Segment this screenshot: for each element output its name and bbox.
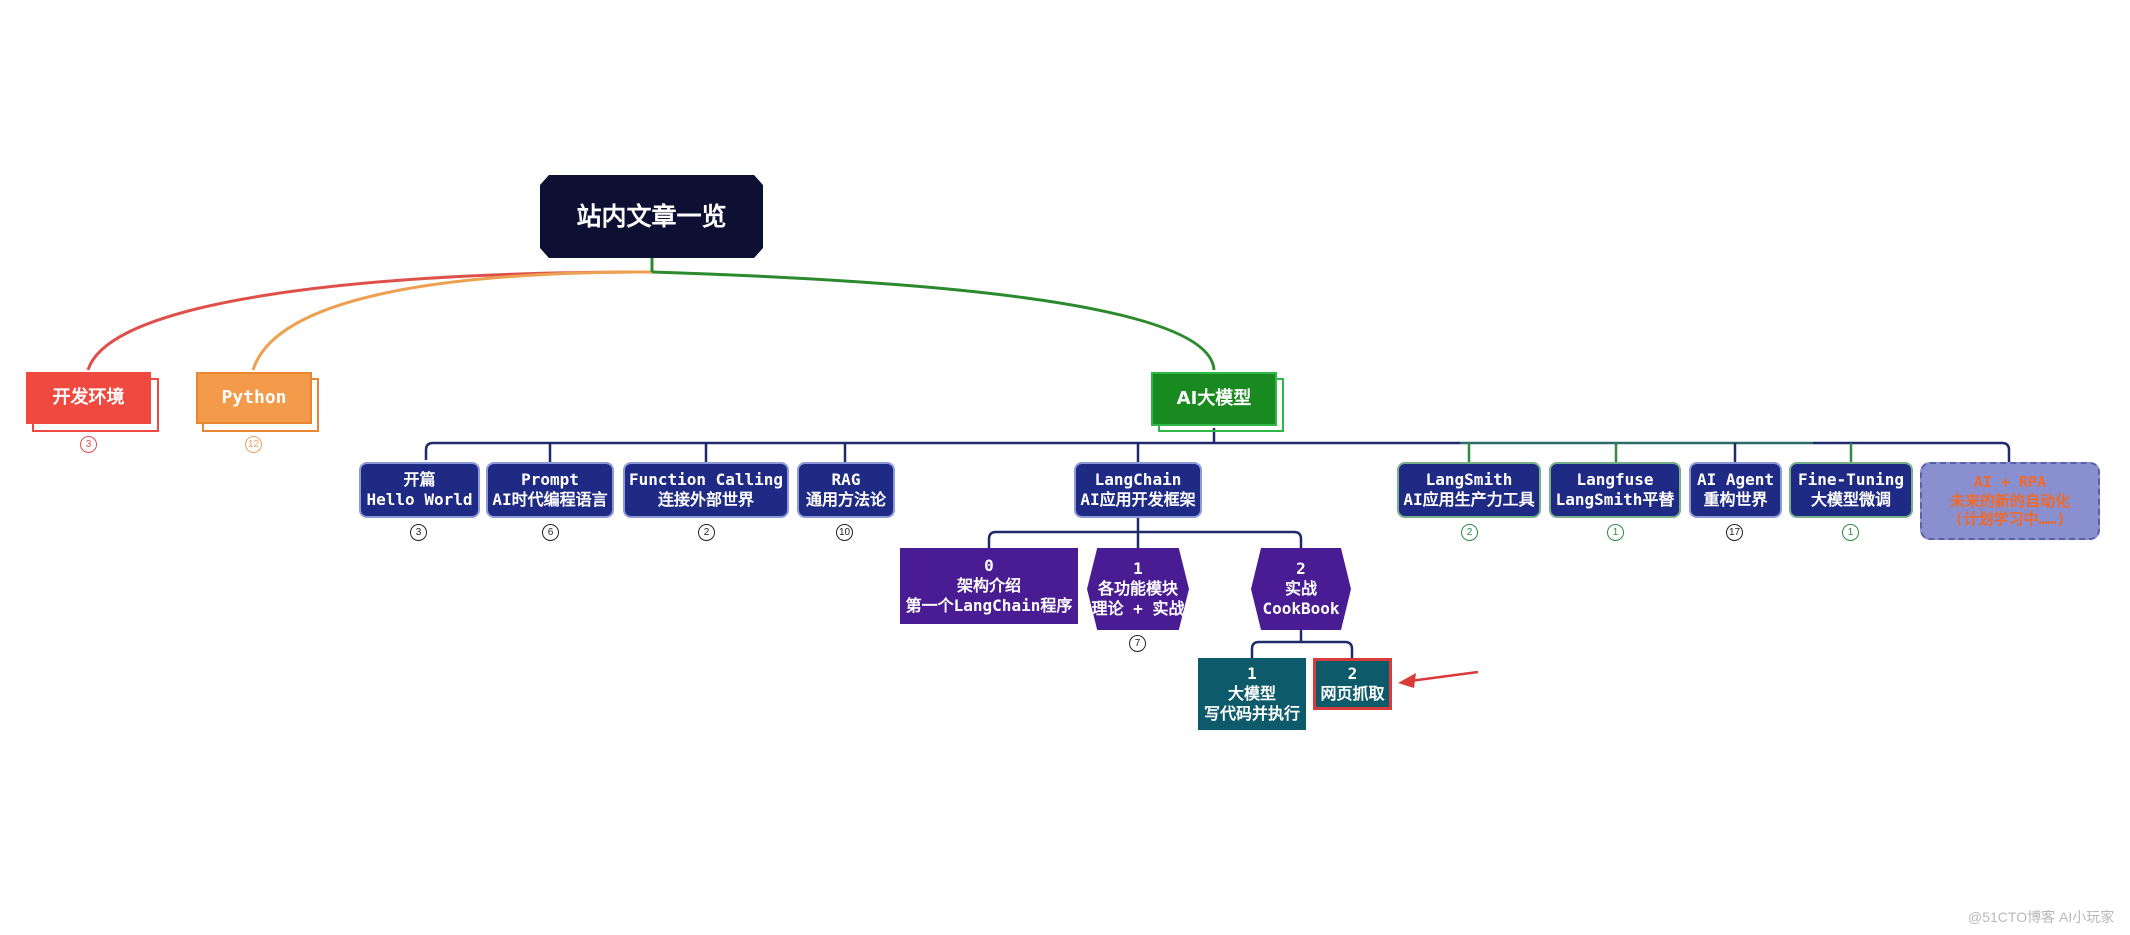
node-langfuse[interactable]: Langfuse LangSmith平替 [1549, 462, 1681, 518]
root-title: 站内文章一览 [576, 201, 727, 231]
node-lc-architecture-line1: 0 [984, 556, 994, 575]
branch-devenv[interactable]: 开发环境 [26, 372, 151, 424]
highlight-arrow-shaft [1409, 670, 1479, 683]
node-langfuse-line2: LangSmith平替 [1555, 490, 1675, 509]
node-langchain[interactable]: LangChain AI应用开发框架 [1074, 462, 1202, 518]
node-fine-tuning[interactable]: Fine-Tuning 大模型微调 [1789, 462, 1913, 518]
node-lc-modules[interactable]: 1 各功能模块 理论 + 实战 [1087, 548, 1189, 630]
branch-python[interactable]: Python [196, 372, 312, 424]
node-intro-line2: Hello World [366, 490, 473, 509]
node-lc-modules-line1: 1 [1133, 559, 1143, 578]
node-ai-rpa[interactable]: AI + RPA 未来的新的自动化 (计划学习中……) [1920, 462, 2100, 540]
node-cb-web-scrape-line2: 网页抓取 [1320, 684, 1385, 703]
link-ai-bus-left [424, 441, 1214, 460]
node-lc-modules-line2: 各功能模块 [1097, 579, 1178, 598]
node-intro[interactable]: 开篇 Hello World [359, 462, 480, 518]
node-function-calling[interactable]: Function Calling 连接外部世界 [623, 462, 789, 518]
node-lc-cookbook-line1: 2 [1296, 559, 1306, 578]
node-fine-tuning-line1: Fine-Tuning [1798, 470, 1904, 489]
node-langsmith-line2: AI应用生产力工具 [1403, 490, 1535, 509]
node-prompt-line1: Prompt [521, 470, 579, 489]
node-langsmith-line1: LangSmith [1425, 470, 1513, 489]
node-langsmith-badge: 2 [1461, 524, 1478, 541]
branch-python-label: Python [221, 386, 287, 408]
node-cb-web-scrape-line1: 2 [1347, 664, 1358, 683]
node-lc-modules-badge: 7 [1129, 635, 1146, 652]
link-root-python [251, 270, 653, 371]
node-lc-architecture-line3: 第一个LangChain程序 [905, 596, 1073, 615]
node-rag-line2: 通用方法论 [805, 490, 886, 509]
node-cb-web-scrape[interactable]: 2 网页抓取 [1313, 658, 1392, 710]
node-cb-code-exec[interactable]: 1 大模型 写代码并执行 [1198, 658, 1306, 730]
node-lc-cookbook-line3: CookBook [1262, 599, 1340, 618]
link-root-ai [651, 270, 1216, 371]
node-langfuse-badge: 1 [1607, 524, 1624, 541]
node-rag-badge: 10 [836, 524, 853, 541]
node-langchain-line2: AI应用开发框架 [1080, 490, 1196, 509]
watermark-text: @51CTO博客 AI小玩家 [1968, 909, 2115, 925]
branch-ai-model-label: AI大模型 [1176, 387, 1252, 409]
node-rag-line1: RAG [831, 470, 861, 489]
node-intro-line1: 开篇 [403, 470, 436, 489]
node-lc-cookbook-line2: 实战 [1284, 579, 1317, 598]
node-ai-agent-badge: 17 [1726, 524, 1743, 541]
root-node[interactable]: 站内文章一览 [540, 175, 763, 258]
node-langfuse-line1: Langfuse [1576, 470, 1654, 489]
node-cb-code-exec-line1: 1 [1247, 664, 1257, 683]
node-rag[interactable]: RAG 通用方法论 [797, 462, 895, 518]
node-function-calling-line2: 连接外部世界 [657, 490, 754, 509]
node-prompt[interactable]: Prompt AI时代编程语言 [486, 462, 614, 518]
node-ai-rpa-line1: AI + RPA [1973, 472, 2047, 491]
highlight-arrow-head [1398, 673, 1416, 688]
node-lc-cookbook[interactable]: 2 实战 CookBook [1251, 548, 1351, 630]
node-langsmith[interactable]: LangSmith AI应用生产力工具 [1397, 462, 1541, 518]
node-ai-agent[interactable]: AI Agent 重构世界 [1689, 462, 1782, 518]
node-lc-modules-line3: 理论 + 实战 [1091, 599, 1185, 618]
node-prompt-badge: 6 [542, 524, 559, 541]
link-ai-bus-end [1813, 441, 2011, 462]
node-cb-code-exec-line2: 大模型 [1227, 684, 1276, 703]
node-function-calling-badge: 2 [698, 524, 715, 541]
node-fine-tuning-line2: 大模型微调 [1810, 490, 1891, 509]
node-cb-code-exec-line3: 写代码并执行 [1203, 704, 1300, 723]
branch-devenv-label: 开发环境 [52, 386, 125, 408]
link-root-devenv [86, 270, 653, 371]
branch-ai-model[interactable]: AI大模型 [1151, 372, 1277, 426]
node-ai-rpa-line2: 未来的新的自动化 [1949, 491, 2070, 510]
node-ai-rpa-line3: (计划学习中……) [1954, 510, 2066, 529]
node-lc-architecture-line2: 架构介绍 [956, 576, 1021, 595]
node-ai-agent-line2: 重构世界 [1703, 490, 1768, 509]
node-function-calling-line1: Function Calling [628, 470, 784, 489]
node-langchain-line1: LangChain [1094, 470, 1182, 489]
node-lc-architecture[interactable]: 0 架构介绍 第一个LangChain程序 [900, 548, 1078, 624]
node-ai-agent-line1: AI Agent [1696, 470, 1775, 489]
node-fine-tuning-badge: 1 [1842, 524, 1859, 541]
branch-devenv-badge: 3 [80, 436, 97, 453]
node-prompt-line2: AI时代编程语言 [492, 490, 608, 509]
branch-python-badge: 12 [245, 436, 262, 453]
node-intro-badge: 3 [410, 524, 427, 541]
